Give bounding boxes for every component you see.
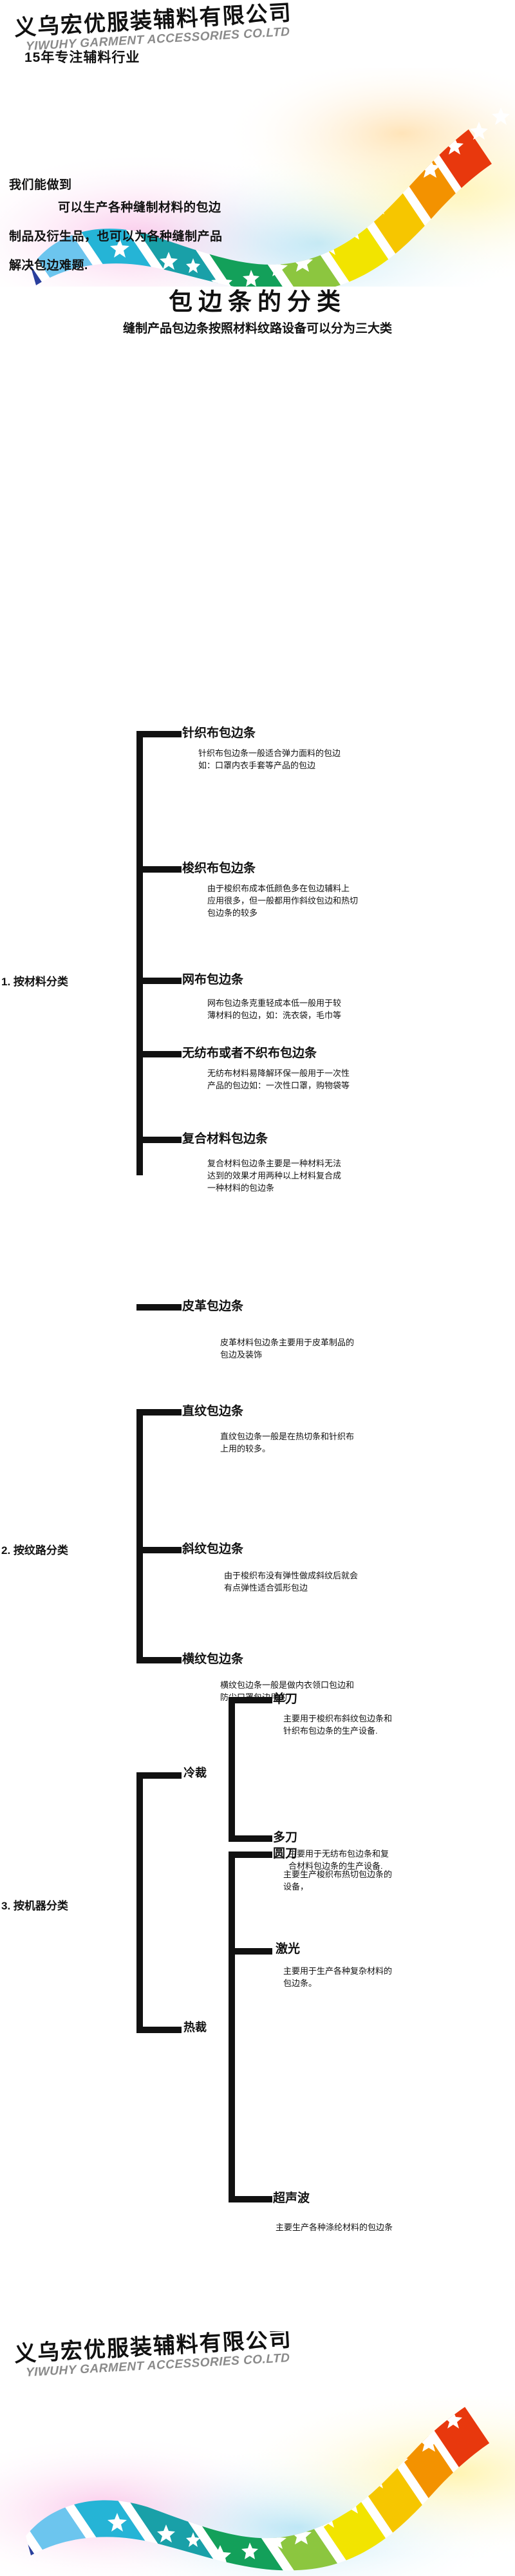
intro-line-1: 我们能做到 bbox=[9, 178, 72, 192]
page-title: 包边条的分类 bbox=[169, 289, 346, 315]
tree-branch-3-hot-1 bbox=[229, 1852, 272, 1858]
tree-subspine-hot bbox=[229, 1852, 235, 2202]
tree-branch-3-hot bbox=[136, 2027, 182, 2033]
node-title-1-4: 无纺布或者不织布包边条 bbox=[182, 1046, 317, 1060]
intro-line-4: 解决包边难题. bbox=[9, 259, 88, 272]
tree-branch-2-1 bbox=[136, 1409, 182, 1416]
footer-banner: 义乌宏优服装辅料有限公司 YIWUHY GARMENT ACCESSORIES … bbox=[0, 2331, 515, 2576]
node-desc-1-1: 针织布包边条一般适合弹力面料的包边 如：口罩内衣手套等产品的包边 bbox=[198, 748, 341, 770]
group-label-hot-cut: 热裁 bbox=[183, 2021, 207, 2034]
tree-subspine-cold bbox=[229, 1697, 235, 1842]
tree-branch-1-1 bbox=[136, 731, 182, 737]
page-subtitle: 缝制产品包边条按照材料纹路设备可以分为三大类 bbox=[122, 322, 392, 336]
node-desc-1-2: 由于梭织布成本低颜色多在包边辅料上 应用很多，但一般都用作斜纹包边和热切 包边条… bbox=[207, 884, 359, 918]
node-desc-2-1: 直纹包边条一般是在热切条和针织布 上用的较多。 bbox=[220, 1432, 355, 1454]
tree-branch-1-4 bbox=[136, 1051, 182, 1057]
section-by-material-last: 皮革包边条 皮革材料包边条主要用于皮革制品的 包边及装饰 bbox=[0, 1211, 515, 1359]
tree-branch-2-2 bbox=[136, 1547, 182, 1553]
node-title-2-3: 横纹包边条 bbox=[182, 1653, 244, 1666]
slogan-line-3: 只为缝制包边辅料解决难题 bbox=[63, 95, 233, 110]
node-title-3-1: 单刀 bbox=[273, 1692, 298, 1706]
tree-spine-2 bbox=[136, 1409, 143, 1663]
node-title-2-1: 直纹包边条 bbox=[182, 1405, 244, 1418]
section-root-label-1: 1. 按材料分类 bbox=[1, 976, 68, 988]
intro-line-2: 可以生产各种缝制材料的包边 bbox=[58, 201, 221, 214]
tree-branch-3-cold bbox=[136, 1772, 182, 1779]
tree-branch-1-6 bbox=[136, 1304, 182, 1311]
node-desc-1-3: 网布包边条克重轻成本低一般用于较 薄材料的包边，如：洗衣袋，毛巾等 bbox=[207, 998, 342, 1020]
node-title-1-1: 针织布包边条 bbox=[182, 726, 256, 740]
tree-branch-1-2 bbox=[136, 866, 182, 873]
node-desc-1-6: 皮革材料包边条主要用于皮革制品的 包边及装饰 bbox=[220, 1338, 355, 1359]
section-by-grain: 2. 按纹路分类 直纹包边条 直纹包边条一般是在热切条和针织布 上用的较多。 斜… bbox=[0, 1404, 515, 1702]
section-root-label-2: 2. 按纹路分类 bbox=[1, 1544, 68, 1557]
tree-spine-3 bbox=[136, 1772, 143, 2033]
slogan-line-2: 匠心打造每一款产品 bbox=[44, 73, 171, 88]
section-by-material: 1. 按材料分类 针织布包边条 针织布包边条一般适合弹力面料的包边 如：口罩内衣… bbox=[0, 692, 515, 1193]
tree-spine-1 bbox=[136, 731, 143, 1175]
tree-branch-3-hot-2 bbox=[229, 1948, 272, 1955]
node-title-1-5: 复合材料包边条 bbox=[182, 1132, 268, 1146]
section-root-label-3: 3. 按机器分类 bbox=[1, 1900, 68, 1912]
node-desc-3-5: 主要生产各种涤纶材料的包边条 bbox=[276, 2222, 393, 2232]
node-desc-3-2: 主要用于无纺布包边条和复 合材料包边条的生产设备. bbox=[288, 1849, 389, 1871]
group-label-cold-cut: 冷裁 bbox=[183, 1766, 207, 1779]
node-title-3-3: 圆刀 bbox=[273, 1847, 298, 1861]
node-desc-3-4: 主要用于生产各种复杂材料的 包边条。 bbox=[283, 1966, 393, 1988]
node-title-3-2: 多刀 bbox=[273, 1831, 298, 1844]
node-desc-3-1: 主要用于梭织布斜纹包边条和 针织布包边条的生产设备. bbox=[283, 1714, 393, 1736]
tree-branch-3-hot-3 bbox=[229, 2196, 272, 2202]
node-desc-3-3: 主要生产梭织布热切包边条的 设备， bbox=[283, 1870, 393, 1891]
slogan-line-1: 15年专注辅料行业 bbox=[24, 50, 140, 65]
node-title-3-4: 激光 bbox=[276, 1942, 301, 1956]
node-desc-1-5: 复合材料包边条主要是一种材料无法 达到的效果才用两种以上材料复合成 一种材料的包… bbox=[207, 1159, 342, 1193]
section-by-machine: 3. 按机器分类 冷裁 单刀 主要用于梭织布斜纹包边条和 针织布包边条的生产设备… bbox=[0, 1692, 515, 2232]
node-title-1-3: 网布包边条 bbox=[182, 973, 244, 987]
node-title-2-2: 斜纹包边条 bbox=[182, 1542, 244, 1556]
node-title-1-2: 梭织布包边条 bbox=[182, 862, 256, 875]
tree-branch-1-5 bbox=[136, 1137, 182, 1143]
node-title-1-6: 皮革包边条 bbox=[182, 1300, 244, 1313]
node-desc-1-4: 无纺布材料易降解环保一般用于一次性 产品的包边如：一次性口罩，购物袋等 bbox=[207, 1068, 350, 1090]
node-desc-2-2: 由于梭织布没有弹性做成斜纹后就会 有点弹性适合弧形包边 bbox=[224, 1571, 359, 1593]
tree-branch-3-cold-1 bbox=[229, 1697, 272, 1703]
intro-line-3: 制品及衍生品，也可以为各种缝制产品 bbox=[9, 230, 223, 243]
node-title-3-5: 超声波 bbox=[273, 2192, 310, 2205]
tree-branch-1-3 bbox=[136, 978, 182, 984]
tree-branch-3-cold-2 bbox=[229, 1835, 272, 1842]
tree-branch-2-3 bbox=[136, 1657, 182, 1663]
